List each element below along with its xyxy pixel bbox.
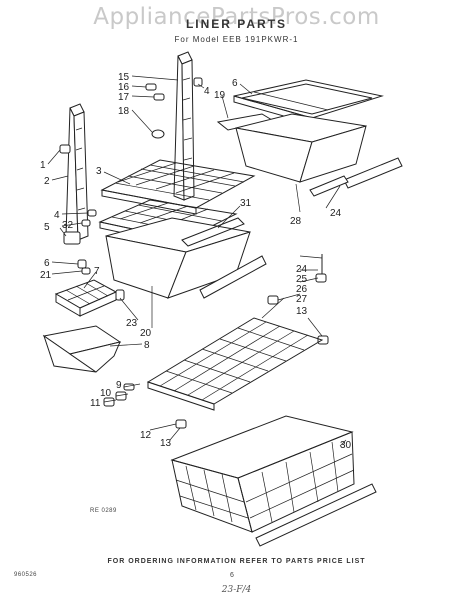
left-code: 960526 <box>14 572 38 578</box>
callout-4-upper: 4 <box>204 86 210 97</box>
part-23-clip <box>115 289 125 301</box>
part-4-left-clip <box>87 209 97 217</box>
callout-32: 31 <box>240 198 252 209</box>
callout-25: 25 <box>296 274 308 285</box>
callout-12: 12 <box>140 430 152 441</box>
callout-24-upper: 24 <box>330 208 342 219</box>
lower-wire-shelf <box>146 317 324 411</box>
callout-24: 24 <box>296 264 308 275</box>
callout-7: 7 <box>94 266 100 277</box>
model-line: For Model EEB 191PKWR-1 <box>174 35 299 44</box>
callout-11: 11 <box>90 398 101 409</box>
ice-bin <box>42 325 122 373</box>
crisper-cover <box>181 217 245 247</box>
left-shelf-rail <box>65 103 89 241</box>
callout-31: 32 <box>62 220 74 231</box>
part-5-bracket <box>63 231 81 245</box>
basket-front-strip <box>255 483 377 547</box>
callout-1: 1 <box>40 160 46 171</box>
revision-code: RE 0289 <box>90 508 117 514</box>
callout-8: 8 <box>144 340 150 351</box>
right-drawer-front-2 <box>309 175 349 197</box>
callout-2: 2 <box>44 176 50 187</box>
callout-20: 19 <box>214 90 226 101</box>
part-18-roller <box>151 129 165 139</box>
part-4-upper-clip <box>193 77 203 87</box>
right-crisper-pan <box>235 113 367 183</box>
leader-lines <box>47 75 347 447</box>
ordering-info: FOR ORDERING INFORMATION REFER TO PARTS … <box>107 558 366 565</box>
callout-27: 27 <box>296 294 308 305</box>
callout-30: 30 <box>340 440 352 451</box>
callout-labels: 1 2 3 4 32 5 6 21 7 23 20 8 15 16 17 18 … <box>40 72 352 451</box>
callout-28: 28 <box>290 216 302 227</box>
part-26-clip <box>315 273 327 283</box>
callout-5: 5 <box>44 222 50 233</box>
part-21-clip <box>81 267 91 275</box>
watermark: AppliancePartsPros.com <box>93 4 380 30</box>
callout-6-left: 6 <box>44 258 50 269</box>
handwritten-note: 23-F/4 <box>221 585 252 595</box>
wire-basket <box>170 415 355 533</box>
part-16-clip <box>145 83 157 91</box>
callout-3: 3 <box>96 166 102 177</box>
callout-15: 15 <box>118 72 130 83</box>
callout-19: 20 <box>140 328 152 339</box>
callout-10: 10 <box>100 388 112 399</box>
page-number: 6 <box>230 572 235 579</box>
callout-4-left: 4 <box>54 210 60 221</box>
callout-26: 26 <box>296 284 308 295</box>
callout-23: 23 <box>126 318 138 329</box>
part-13-upper-clip <box>317 335 329 345</box>
right-drawer-front <box>343 157 403 189</box>
callout-16: 16 <box>118 82 130 93</box>
diagram-title: LINER PARTS <box>185 17 288 31</box>
left-drawer-front <box>199 255 267 299</box>
callout-18: 18 <box>118 106 130 117</box>
part-27-clip <box>267 295 279 305</box>
callout-21: 21 <box>40 270 52 281</box>
callout-9: 9 <box>116 380 122 391</box>
left-crisper-pan <box>105 217 251 299</box>
part-17-clip <box>153 93 165 101</box>
part-6-clip <box>77 259 87 269</box>
callout-13-lower: 13 <box>160 438 172 449</box>
part-14-clip <box>175 419 187 429</box>
part-clip-1 <box>59 144 71 154</box>
callout-13-upper: 13 <box>296 306 308 317</box>
callout-17: 17 <box>118 92 130 103</box>
part-31-clip <box>81 219 91 227</box>
callout-6-right: 6 <box>232 78 238 89</box>
